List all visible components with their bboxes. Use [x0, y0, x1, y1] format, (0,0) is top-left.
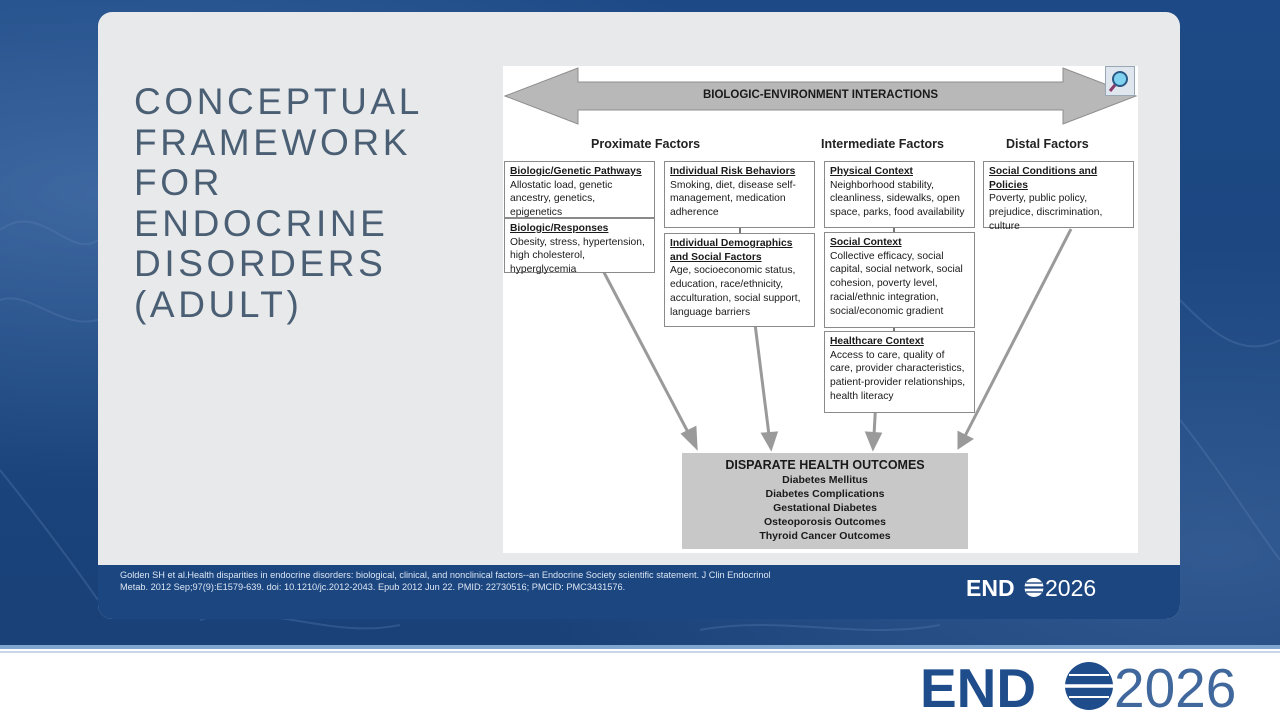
interaction-double-arrow	[503, 67, 1138, 125]
framework-figure: BIOLOGIC-ENVIRONMENT INTERACTIONS Proxim…	[503, 66, 1138, 553]
box-physical-context: Physical Context Neighborhood stability,…	[824, 161, 975, 228]
outcome-item: Diabetes Complications	[765, 488, 885, 500]
card-footer-band	[98, 565, 1180, 619]
slide-title: CONCEPTUAL FRAMEWORK FOR ENDOCRINE DISOR…	[134, 81, 422, 325]
box-title: Healthcare Context	[830, 336, 924, 347]
endo-logo-large: END 2026	[920, 657, 1270, 720]
box-title: Social Conditions and Policies	[989, 166, 1098, 191]
arrow-distal-to-outcomes	[963, 228, 1073, 437]
box-title: Individual Risk Behaviors	[670, 166, 796, 177]
box-body: Access to care, quality of care, provide…	[830, 349, 966, 402]
logo-brand-text: END	[920, 657, 1036, 715]
box-title: Social Context	[830, 237, 902, 248]
slide-card: CONCEPTUAL FRAMEWORK FOR ENDOCRINE DISOR…	[98, 12, 1180, 619]
logo-year-text: 2026	[1114, 657, 1236, 715]
box-individual-risk-behaviors: Individual Risk Behaviors Smoking, diet,…	[664, 161, 815, 228]
box-body: Allostatic load, genetic ancestry, genet…	[510, 179, 613, 219]
box-biologic-genetic-pathways: Biologic/Genetic Pathways Allostatic loa…	[504, 161, 655, 218]
logo-brand-text: END	[966, 575, 1015, 601]
box-individual-demographics: Individual Demographics and Social Facto…	[664, 233, 815, 327]
box-body: Obesity, stress, hypertension, high chol…	[510, 236, 645, 276]
background-decoration	[0, 220, 1280, 631]
outcomes-title: DISPARATE HEALTH OUTCOMES	[725, 458, 925, 472]
bottom-rule-light	[0, 651, 1280, 653]
outcome-item: Gestational Diabetes	[773, 502, 877, 514]
outcome-item: Diabetes Mellitus	[782, 474, 868, 486]
box-title: Biologic/Genetic Pathways	[510, 166, 642, 177]
box-body: Smoking, diet, disease self-management, …	[670, 179, 796, 219]
header-proximate-factors: Proximate Factors	[591, 137, 701, 151]
bottom-rule	[0, 645, 1280, 649]
box-body: Collective efficacy, social capital, soc…	[830, 250, 963, 317]
globe-icon	[1024, 578, 1044, 597]
box-title: Physical Context	[830, 166, 913, 177]
box-biologic-responses: Biologic/Responses Obesity, stress, hype…	[504, 218, 655, 275]
box-body: Poverty, public policy, prejudice, discr…	[989, 193, 1103, 232]
box-social-context: Social Context Collective efficacy, soci…	[824, 232, 975, 328]
figure-graphics	[503, 67, 1138, 452]
logo-year-text: 2026	[1045, 575, 1096, 601]
endo-logo-small: END 2026	[966, 575, 1106, 606]
arrow-individual-to-outcomes	[752, 315, 771, 436]
box-title: Individual Demographics and Social Facto…	[670, 238, 793, 263]
box-disparate-health-outcomes: DISPARATE HEALTH OUTCOMES Diabetes Melli…	[682, 453, 968, 549]
box-body: Neighborhood stability, cleanliness, sid…	[830, 179, 965, 219]
box-social-conditions-policies: Social Conditions and Policies Poverty, …	[983, 161, 1134, 232]
box-healthcare-context: Healthcare Context Access to care, quali…	[824, 331, 975, 413]
globe-icon	[1065, 662, 1113, 710]
header-distal-factors: Distal Factors	[1006, 137, 1089, 151]
citation-text: Golden SH et al.Health disparities in en…	[120, 570, 771, 592]
outcome-item: Osteoporosis Outcomes	[764, 516, 886, 528]
header-intermediate-factors: Intermediate Factors	[821, 137, 944, 151]
box-body: Age, socioeconomic status, education, ra…	[670, 265, 801, 318]
magnifier-icon[interactable]	[1105, 66, 1135, 96]
arrow-biologic-to-outcomes	[596, 260, 692, 437]
outcome-item: Thyroid Cancer Outcomes	[759, 530, 891, 542]
box-title: Biologic/Responses	[510, 223, 609, 234]
interaction-arrow-label: BIOLOGIC-ENVIRONMENT INTERACTIONS	[702, 89, 939, 101]
